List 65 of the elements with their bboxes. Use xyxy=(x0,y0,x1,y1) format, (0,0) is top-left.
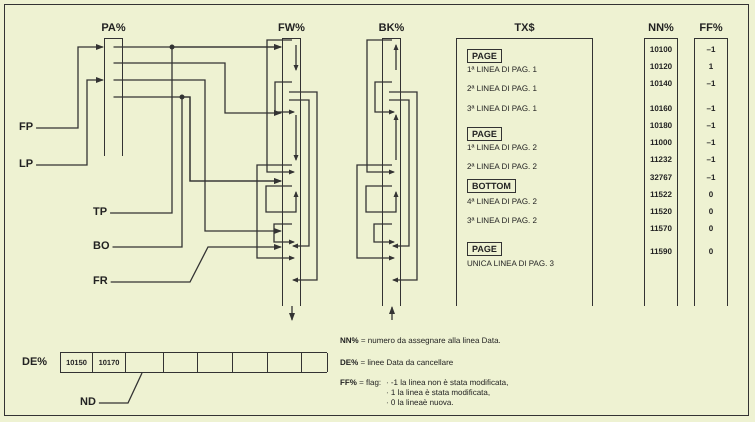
flag-value: 0 xyxy=(708,207,714,216)
array-name: TX$ xyxy=(513,22,536,34)
number-value: 32767 xyxy=(648,173,674,182)
arrow xyxy=(389,306,395,320)
connector-line xyxy=(98,372,143,404)
arrow xyxy=(112,96,282,248)
entry-text: 2ª LINEA DI PAG. 2 xyxy=(467,162,537,171)
number-value: 10140 xyxy=(648,79,674,88)
array-name: NN% xyxy=(647,22,675,34)
entry-tag: PAGE xyxy=(467,49,502,63)
arrow xyxy=(110,44,282,214)
number-value: 11520 xyxy=(649,207,673,216)
array-name: FF% xyxy=(698,22,724,34)
note-text: DE% = linee Data da cancellare xyxy=(340,358,454,367)
entry-text: UNICA LINEA DI PAG. 3 xyxy=(467,259,554,268)
array-name: BK% xyxy=(378,22,406,34)
number-value: 10180 xyxy=(648,121,674,130)
number-value: 10120 xyxy=(648,62,674,71)
pointer-name: LP xyxy=(19,158,34,170)
entry-text: 3ª LINEA DI PAG. 1 xyxy=(467,104,537,113)
note-text: NN% = numero da assegnare alla linea Data. xyxy=(340,336,501,345)
number-value: 11000 xyxy=(649,138,673,147)
arrow xyxy=(289,306,295,321)
note-text: · 0 la lineaè nuova. xyxy=(386,398,454,407)
entry-text: 1ª LINEA DI PAG. 2 xyxy=(467,143,537,152)
number-value: 11522 xyxy=(649,190,673,199)
entry-text: 2ª LINEA DI PAG. 1 xyxy=(467,84,537,93)
arrow xyxy=(114,62,282,116)
flag-value: –1 xyxy=(706,155,716,164)
flag-value: –1 xyxy=(706,79,716,88)
flag-value: 0 xyxy=(708,190,714,199)
pointer-name: ND xyxy=(80,396,96,408)
pointer-name: BO xyxy=(93,240,110,252)
number-value: 11232 xyxy=(649,155,673,164)
arrow xyxy=(36,44,104,129)
entry-text: 4ª LINEA DI PAG. 2 xyxy=(467,197,537,206)
flag-value: –1 xyxy=(706,45,716,54)
arrow xyxy=(114,79,282,234)
number-value: 11590 xyxy=(649,247,673,256)
number-value: 11570 xyxy=(649,224,673,233)
entry-tag: PAGE xyxy=(467,242,502,256)
flag-value: 0 xyxy=(708,247,714,256)
entry-tag: PAGE xyxy=(467,127,502,141)
note-text: · 1 la linea è stata modificata, xyxy=(386,388,490,397)
number-value: 10100 xyxy=(648,45,674,54)
flag-value: –1 xyxy=(706,121,716,130)
flag-value: –1 xyxy=(706,173,716,182)
arrow xyxy=(36,77,104,166)
flag-value: 1 xyxy=(708,62,714,71)
note-text: · -1 la linea non è stata modificata, xyxy=(386,378,508,387)
pointer-name: FP xyxy=(19,121,34,133)
entry-text: 3ª LINEA DI PAG. 2 xyxy=(467,216,537,225)
entry-text: 1ª LINEA DI PAG. 1 xyxy=(467,65,537,74)
flag-value: 0 xyxy=(708,224,714,233)
entry-tag: BOTTOM xyxy=(467,179,516,193)
arrow xyxy=(110,244,282,283)
array-name: FW% xyxy=(277,22,306,34)
note-text: FF% = flag: xyxy=(340,378,382,387)
number-value: 10160 xyxy=(648,104,674,113)
pointer-name: TP xyxy=(93,206,108,218)
flag-value: –1 xyxy=(706,104,716,113)
flag-value: –1 xyxy=(706,138,716,147)
array-name: PA% xyxy=(100,22,127,34)
pointer-name: FR xyxy=(93,275,108,287)
array-name: DE% xyxy=(22,356,48,368)
